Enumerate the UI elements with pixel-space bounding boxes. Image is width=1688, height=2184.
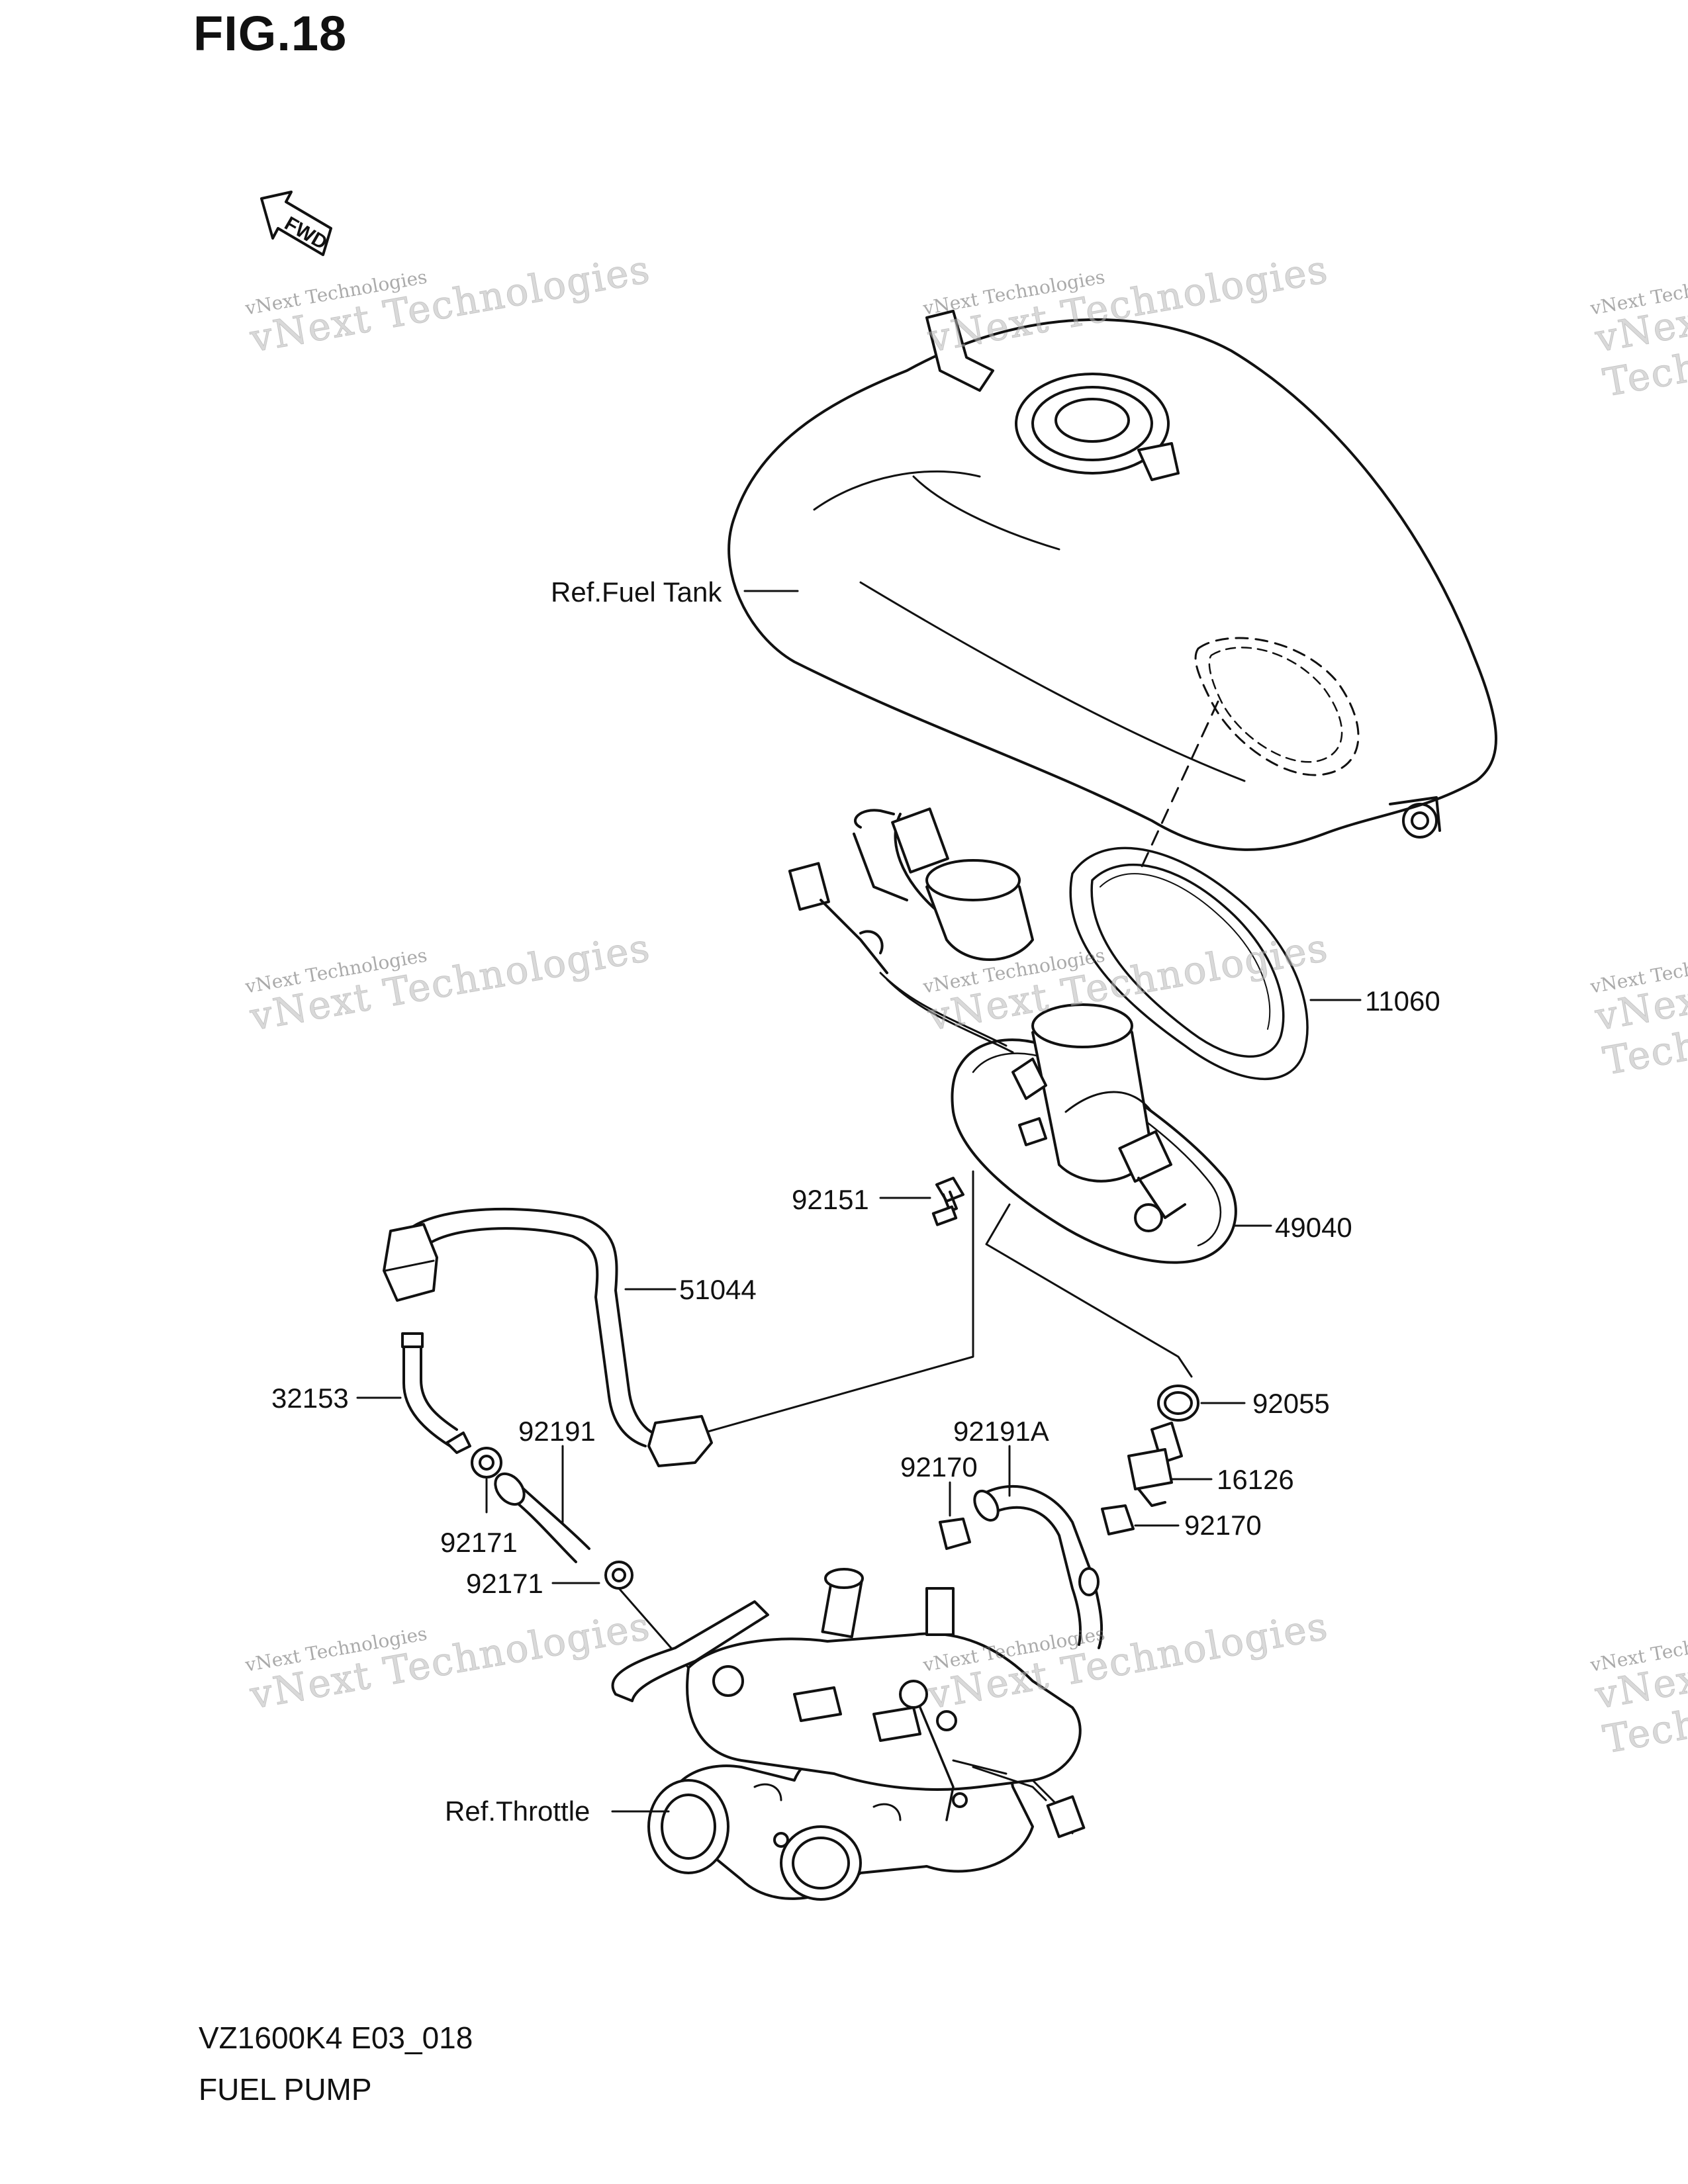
vacuum-hose <box>494 1472 590 1563</box>
forward-arrow-icon: FWD <box>260 191 332 256</box>
callout-ref-fuel-tank: Ref.Fuel Tank <box>551 576 722 608</box>
fuel-hose <box>383 1207 713 1467</box>
callout-clamp-92171-upper: 92171 <box>440 1527 518 1558</box>
figure-title: FIG.18 <box>193 6 348 61</box>
sensor <box>1127 1422 1183 1507</box>
callout-clamp-92170-left: 92170 <box>900 1451 978 1482</box>
fuel-tank <box>727 310 1497 851</box>
hose-clamp-lower <box>604 1561 633 1590</box>
callout-fuel-hose: 51044 <box>679 1274 757 1305</box>
model-code: VZ1600K4 E03_018 <box>199 2021 473 2055</box>
hose-clamp-92170-left <box>939 1518 971 1550</box>
callout-pump-bolt: 92151 <box>792 1184 869 1215</box>
fuel-pump-assembly <box>788 807 1237 1264</box>
callout-pipe: 32153 <box>271 1383 349 1414</box>
hose-clamp-92170-right <box>1101 1504 1135 1535</box>
vacuum-hose-a <box>973 1485 1103 1649</box>
callout-sensor: 16126 <box>1217 1464 1294 1495</box>
callout-hose-92191: 92191 <box>518 1416 596 1447</box>
callout-hose-92191a: 92191A <box>953 1416 1049 1447</box>
pump-bolt <box>931 1177 964 1226</box>
fuel-pipe <box>401 1332 471 1454</box>
figure-name: FUEL PUMP <box>199 2072 372 2107</box>
callout-clamp-92171-lower: 92171 <box>466 1568 543 1599</box>
callout-o-ring: 92055 <box>1252 1388 1330 1419</box>
callout-clamp-92170-right: 92170 <box>1184 1510 1262 1541</box>
pump-gasket <box>1069 846 1309 1080</box>
callout-ref-throttle: Ref.Throttle <box>445 1796 590 1827</box>
callout-pump-assembly: 49040 <box>1275 1212 1352 1243</box>
o-ring <box>1157 1385 1199 1422</box>
throttle-body <box>611 1568 1086 1901</box>
callout-gasket: 11060 <box>1365 985 1440 1017</box>
hose-clamp-upper <box>471 1447 502 1479</box>
